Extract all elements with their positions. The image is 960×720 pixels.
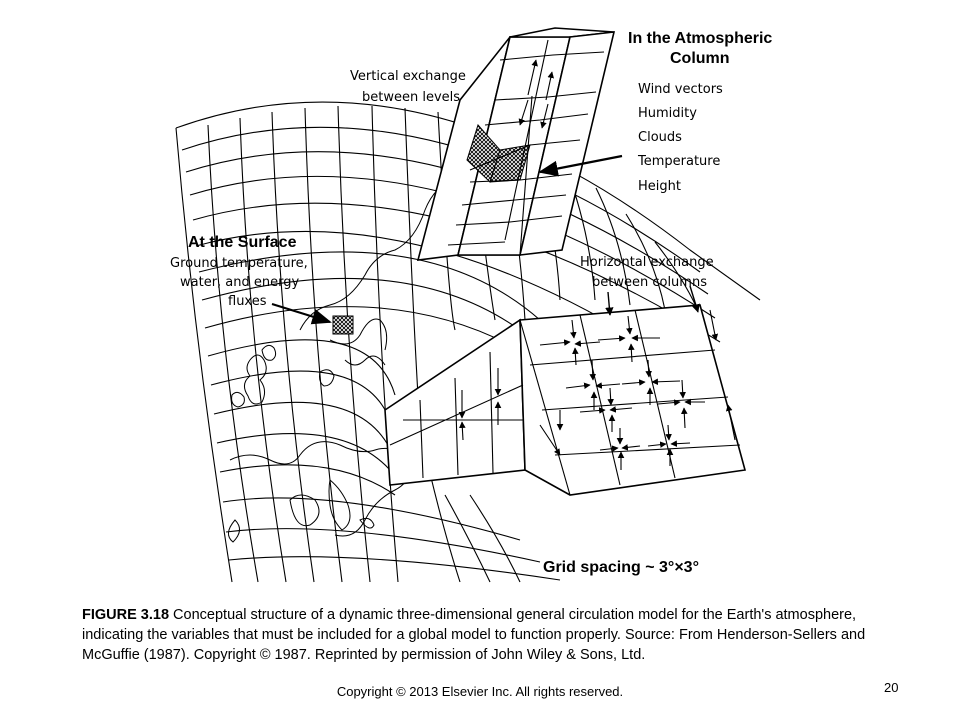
horizontal-grid-box [384, 304, 747, 496]
grid-spacing-label: Grid spacing ~ 3°×3° [543, 559, 699, 576]
caption-text: Conceptual structure of a dynamic three-… [82, 607, 866, 663]
horizontal-arrows [458, 309, 736, 470]
vertical-label-line2: between levels [362, 90, 460, 105]
atmos-var-wind: Wind vectors [638, 82, 723, 97]
atmos-title-line2: Column [670, 50, 730, 67]
atmos-var-humidity: Humidity [638, 106, 697, 121]
vertical-label-line1: Vertical exchange [350, 69, 466, 84]
atmos-var-temperature: Temperature [637, 154, 720, 169]
copyright-notice: Copyright © 2013 Elsevier Inc. All right… [336, 684, 624, 699]
horizontal-label-line1: Horizontal exchange [580, 255, 714, 270]
gcm-diagram: In the Atmospheric Column Wind vectors H… [170, 27, 772, 583]
figure-number: FIGURE 3.18 [82, 607, 170, 623]
horizontal-label-line2: between columns [592, 275, 707, 290]
surface-line3: fluxes [228, 294, 267, 309]
surface-line2: water, and energy [180, 275, 299, 290]
coastline [228, 179, 456, 543]
surface-title: At the Surface [188, 234, 297, 251]
atmos-title-line1: In the Atmospheric [628, 30, 772, 47]
surface-line1: Ground temperature, [170, 256, 308, 271]
atmospheric-column [416, 27, 616, 261]
page-number: 20 [884, 680, 899, 695]
atmos-var-height: Height [638, 179, 681, 194]
figure-caption: FIGURE 3.18 Conceptual structure of a dy… [82, 605, 882, 665]
atmos-var-clouds: Clouds [638, 130, 682, 145]
surface-cell [332, 315, 354, 335]
